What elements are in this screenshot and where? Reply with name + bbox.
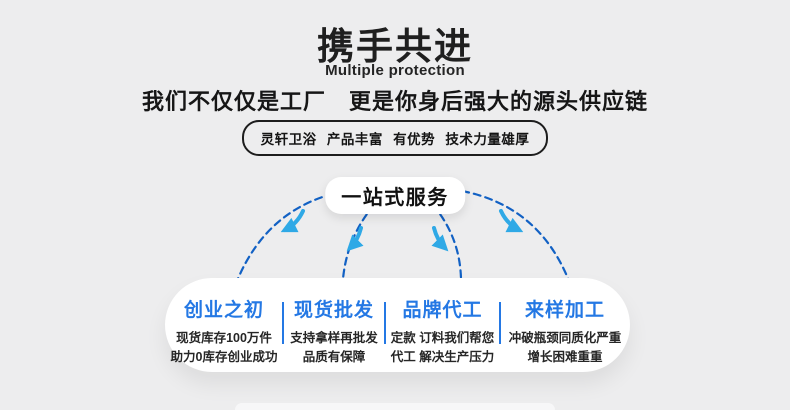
service-column-title: 创业之初 [183,300,264,321]
service-column-title: 现货批发 [293,300,374,321]
service-column-body: 定款 订料我们帮您 代工 解决生产压力 [391,329,494,367]
service-line: 代工 解决生产压力 [390,349,495,364]
service-column-title: 品牌代工 [402,300,483,321]
page-title: 携手共进 [317,26,473,67]
service-column-startup: 创业之初 现货库存100万件 助力0库存创业成功 [165,278,283,372]
curved-arrow-icon [499,209,524,233]
curved-arrow-icon [346,226,364,252]
service-column-title: 来样加工 [524,300,605,321]
column-divider [282,302,284,344]
service-column-sample-processing: 来样加工 冲破瓶颈同质化严重 增长困难重重 [500,278,630,372]
curved-arrow-icon [280,209,305,233]
one-stop-service-pill: 一站式服务 [325,177,465,214]
page-subtitle: Multiple protection [325,62,465,79]
service-line: 增长困难重重 [527,349,603,364]
service-column-body: 支持拿样再批发 品质有保障 [290,329,378,367]
service-line: 助力0库存创业成功 [170,349,278,364]
tagline: 我们不仅仅是工厂 更是你身后强大的源头供应链 [141,89,648,114]
service-line: 品质有保障 [302,349,366,364]
service-line: 冲破瓶颈同质化严重 [508,331,622,345]
brand-feature-badge: 灵轩卫浴 产品丰富 有优势 技术力量雄厚 [241,120,549,156]
dashed-arc-left-inner [341,203,376,281]
curved-arrow-icon [431,226,449,252]
dashed-arc-right-inner [431,203,463,281]
next-section-sliver [235,403,555,410]
services-panel: 创业之初 现货库存100万件 助力0库存创业成功 现货批发 支持拿样再批发 品质… [165,278,630,372]
column-divider [499,302,501,344]
badge-row: 灵轩卫浴 产品丰富 有优势 技术力量雄厚 [0,120,790,156]
service-column-wholesale: 现货批发 支持拿样再批发 品质有保障 [283,278,385,372]
service-line: 支持拿样再批发 [290,331,378,345]
service-line: 现货库存100万件 [176,331,272,345]
service-line: 定款 订料我们帮您 [390,331,495,345]
dashed-arc-right-outer [460,189,571,283]
service-column-oem: 品牌代工 定款 订料我们帮您 代工 解决生产压力 [385,278,500,372]
service-column-body: 冲破瓶颈同质化严重 增长困难重重 [509,329,622,367]
service-column-body: 现货库存100万件 助力0库存创业成功 [171,329,278,367]
column-divider [384,302,386,344]
